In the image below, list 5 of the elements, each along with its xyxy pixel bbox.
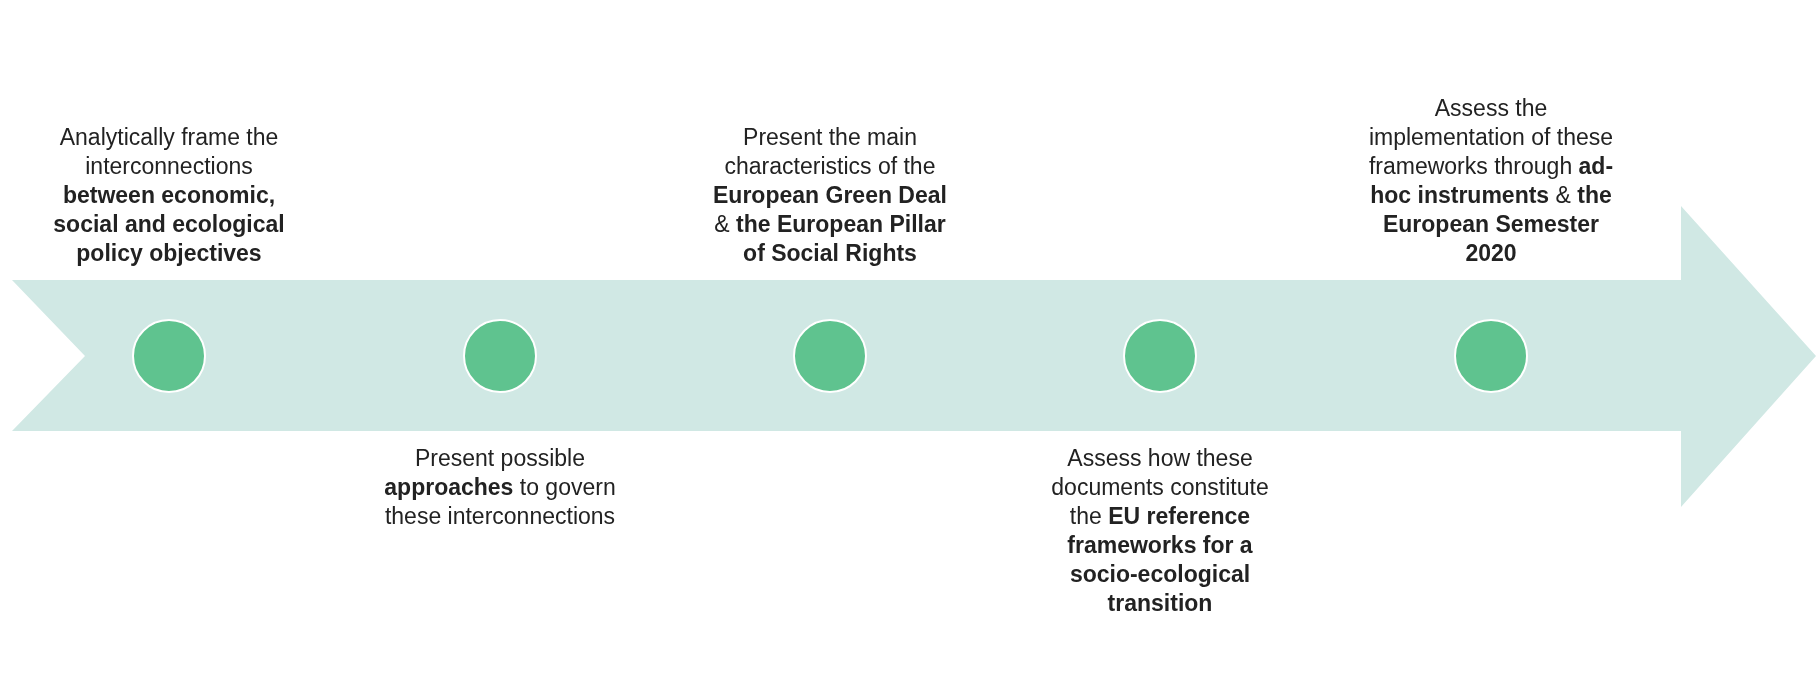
step-text: Assess the implementation of these frameworks through ad-hoc instruments & the European Semester 2020 [1367, 94, 1615, 268]
step-text: Present the main characteristics of the European Green Deal & the European Pillar of Social Rights [712, 123, 948, 268]
step-text: Assess how these documents constitute the EU reference frameworks for a socio-ecological transition [1050, 444, 1270, 618]
step-text: Analytically frame the interconnections between economic, social and ecological policy objectives [52, 123, 286, 268]
step-text: Present possible approaches to govern these interconnections [383, 444, 617, 531]
